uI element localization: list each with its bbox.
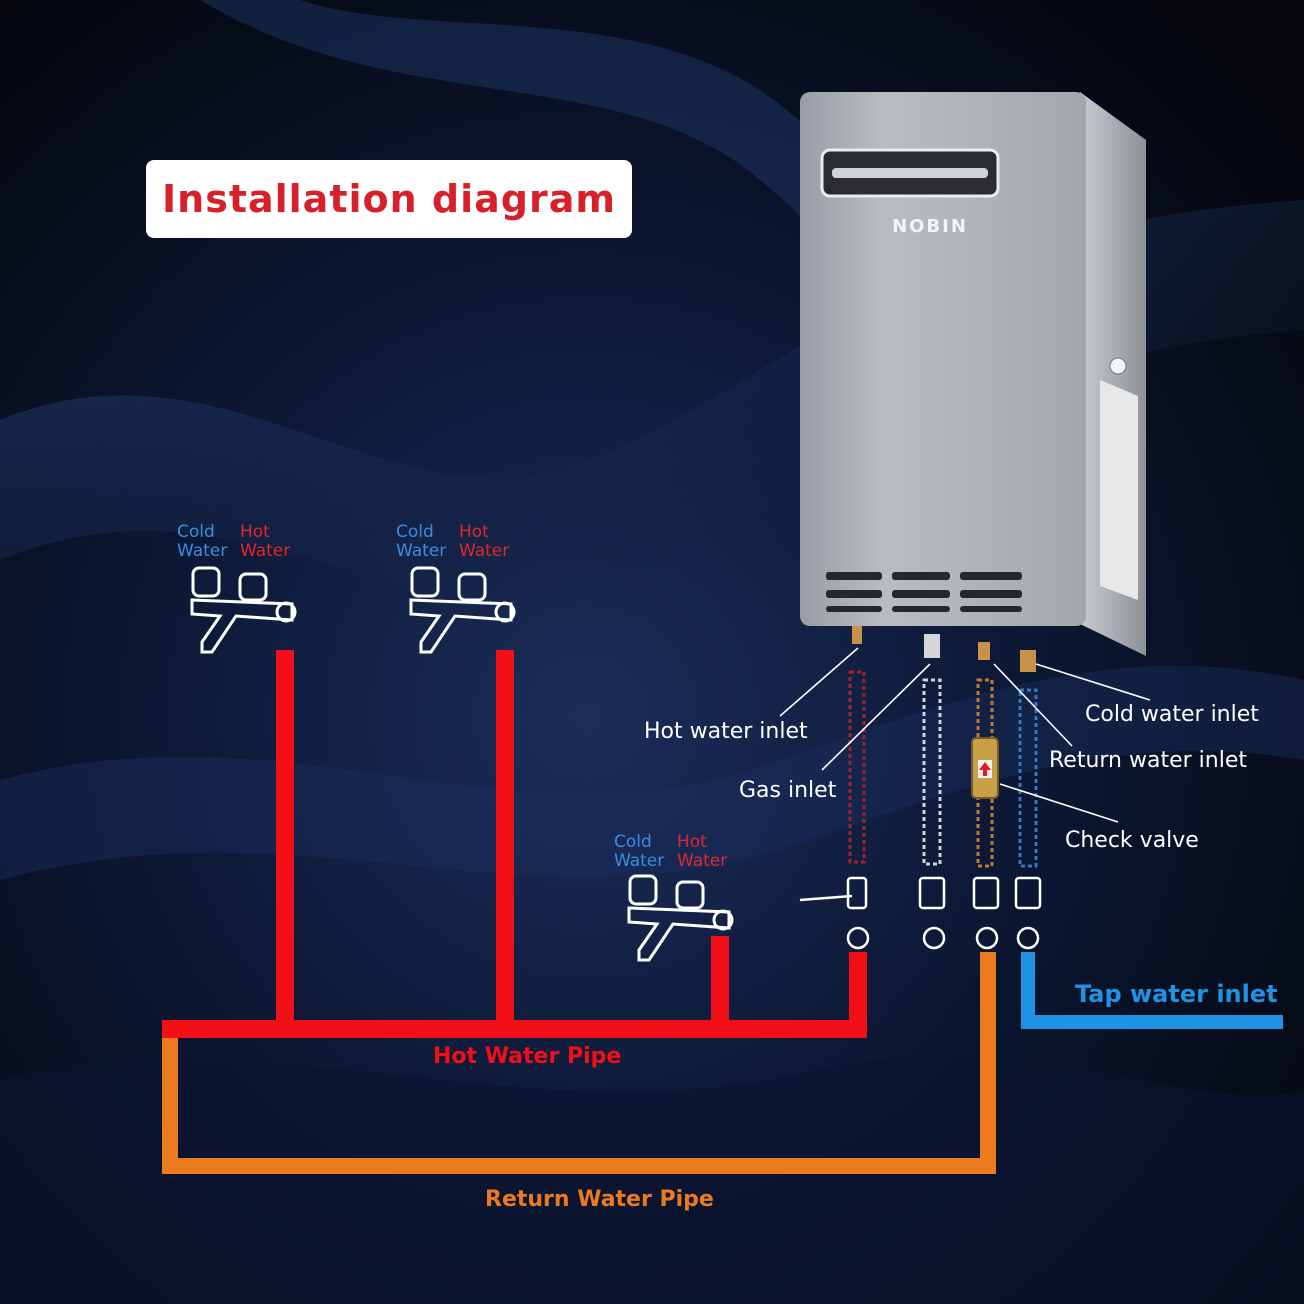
- rating-plate: [1100, 380, 1138, 600]
- valve-outlet-ring: [1016, 926, 1040, 950]
- gas-valve-handle: [799, 894, 853, 902]
- tap-label-line: Water: [396, 541, 447, 561]
- vent-slot: [960, 606, 1022, 612]
- tap-2-icon: [409, 566, 516, 654]
- hot-pipe-main: [162, 1020, 867, 1038]
- tap-2-hot-label: Hot Water: [459, 523, 509, 561]
- tap-label-line: Water: [677, 851, 728, 871]
- tap-water-pipe: [1021, 952, 1283, 1029]
- hot-pipe-riser: [496, 650, 514, 1022]
- hot-pipe-heater-link: [849, 952, 867, 1022]
- hot-water-pipe-label: Hot Water Pipe: [433, 1044, 622, 1069]
- tap-3-cold-label: Cold Water: [614, 833, 664, 871]
- tap-1-hot-label: Hot Water: [240, 523, 290, 561]
- valve-outlet-ring: [975, 926, 999, 950]
- return-water-pipe: [162, 952, 996, 1174]
- page-title: Installation diagram: [162, 177, 616, 221]
- gas-inlet-leader: [821, 663, 931, 771]
- tap-label-line: Hot: [240, 522, 270, 542]
- tap-1-icon: [190, 566, 297, 654]
- cold-water-hose: [1018, 688, 1038, 868]
- check-valve-leader: [999, 783, 1119, 823]
- hot-pipe-riser: [711, 936, 729, 1022]
- hot-water-inlet-label: Hot water inlet: [644, 719, 808, 744]
- vent-slot: [892, 606, 950, 612]
- return-water-inlet-leader: [993, 663, 1073, 747]
- vent-slot: [960, 572, 1022, 580]
- tap-3-hot-label: Hot Water: [677, 833, 727, 871]
- brand-logo: NOBIN: [892, 216, 968, 237]
- return-pipe-loop: [162, 952, 996, 1174]
- valve-body: [1014, 876, 1042, 910]
- vent-slot: [826, 572, 882, 580]
- certification-badge: [1109, 357, 1127, 375]
- return-water-connector: [978, 642, 990, 660]
- tap-label-line: Cold: [614, 832, 652, 852]
- flex-hoses: [848, 670, 1038, 868]
- hot-water-pipe: [162, 650, 867, 1038]
- vent-slot: [826, 606, 882, 612]
- cold-water-connector: [1020, 650, 1036, 672]
- title-banner: Installation diagram: [146, 160, 632, 238]
- tap-label-line: Hot: [459, 522, 489, 542]
- hot-water-connector: [852, 626, 862, 644]
- vent-slot: [826, 590, 882, 598]
- tap-label-line: Cold: [396, 522, 434, 542]
- tap-label-line: Hot: [677, 832, 707, 852]
- tap-1-cold-label: Cold Water: [177, 523, 227, 561]
- valve-outlet-ring: [922, 926, 946, 950]
- valve-body: [918, 876, 946, 910]
- water-heater: NOBIN: [800, 92, 1146, 672]
- callout-lines: [779, 647, 1151, 823]
- cold-water-inlet-leader: [1035, 663, 1151, 701]
- vent-slot: [892, 572, 950, 580]
- tap-3-icon: [627, 874, 734, 962]
- gas-hose: [922, 678, 942, 866]
- tap-label-line: Cold: [177, 522, 215, 542]
- valve-body: [972, 876, 1000, 910]
- gas-connector: [924, 634, 940, 658]
- tap-label-line: Water: [240, 541, 291, 561]
- return-water-inlet-label: Return water inlet: [1049, 748, 1247, 773]
- tap-label-line: Water: [177, 541, 228, 561]
- check-valve-label: Check valve: [1065, 828, 1199, 853]
- hot-water-hose: [848, 670, 866, 864]
- heater-front-panel: [800, 92, 1086, 626]
- tap-2-cold-label: Cold Water: [396, 523, 446, 561]
- valve-body: [846, 876, 868, 910]
- shutoff-valves: [799, 876, 1042, 950]
- vent-slot: [960, 590, 1022, 598]
- cold-water-inlet-label: Cold water inlet: [1085, 702, 1259, 727]
- tap-label-line: Water: [459, 541, 510, 561]
- valve-outlet-ring: [846, 926, 870, 950]
- hot-pipe-riser: [276, 650, 294, 1022]
- return-water-pipe-label: Return Water Pipe: [485, 1187, 714, 1212]
- gas-inlet-label: Gas inlet: [739, 778, 837, 803]
- tap-water-line: [1021, 952, 1283, 1029]
- vent-slot: [892, 590, 950, 598]
- flow-arrow-icon: [979, 762, 991, 776]
- exhaust-vent-grille: [832, 168, 988, 178]
- tap-label-line: Water: [614, 851, 665, 871]
- hot-water-inlet-leader: [779, 647, 859, 717]
- tap-water-inlet-label: Tap water inlet: [1075, 980, 1278, 1008]
